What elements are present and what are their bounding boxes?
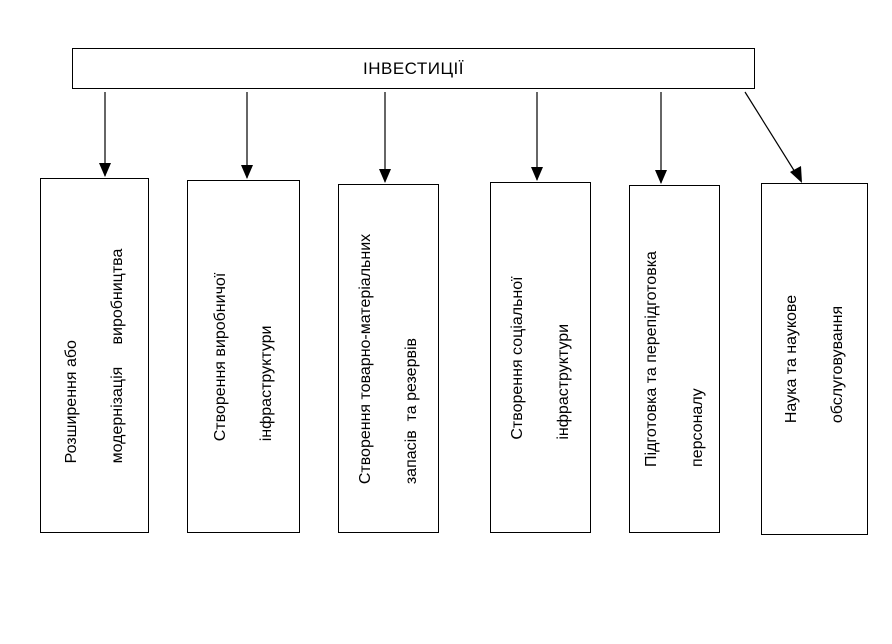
- box-inventory-text: Створення товарно-матеріальних запасів т…: [343, 233, 435, 483]
- box-modernization-line-1: Розширення або: [62, 339, 80, 463]
- box-social-infra-text: Створення соціальної інфраструктури: [495, 276, 587, 439]
- box-modernization: Розширення або модернізація виробництва: [40, 178, 149, 533]
- arrowhead-modernization: [99, 163, 111, 177]
- arrowhead-training: [655, 170, 667, 184]
- arrowhead-prod-infra: [241, 165, 253, 179]
- box-training-text: Підготовка та перепідготовка персоналу: [630, 251, 719, 467]
- box-prod-infra-line-2: інфраструктури: [257, 325, 275, 441]
- arrowhead-science: [790, 166, 802, 183]
- box-inventory: Створення товарно-матеріальних запасів т…: [338, 184, 439, 533]
- box-inventory-line-1: Створення товарно-матеріальних: [356, 233, 374, 484]
- box-inventory-line-2: запасів та резервів: [402, 337, 420, 484]
- arrowhead-social-infra: [531, 167, 543, 181]
- box-training: Підготовка та перепідготовка персоналу: [629, 185, 720, 533]
- box-training-line-2: персоналу: [688, 388, 706, 467]
- box-prod-infra-line-1: Створення виробничої: [211, 272, 229, 441]
- box-science-text: Наука та наукове обслуговування: [769, 295, 861, 423]
- box-social-infra-line-1: Створення соціальної: [508, 275, 526, 440]
- box-social-infra-line-2: інфраструктури: [554, 323, 572, 440]
- investments-root-box: ІНВЕСТИЦІЇ: [72, 48, 755, 89]
- arrow-to-science: [744, 91, 801, 181]
- arrowhead-inventory: [379, 169, 391, 183]
- box-prod-infra-text: Створення виробничої інфраструктури: [198, 272, 290, 441]
- box-training-line-1: Підготовка та перепідготовка: [642, 251, 660, 467]
- box-science-line-2: обслуговування: [828, 305, 846, 424]
- box-modernization-text: Розширення або модернізація виробництва: [49, 248, 141, 463]
- box-modernization-line-2: модернізація виробництва: [108, 248, 126, 463]
- box-prod-infra: Створення виробничої інфраструктури: [187, 180, 300, 533]
- box-social-infra: Створення соціальної інфраструктури: [490, 182, 591, 533]
- box-science: Наука та наукове обслуговування: [761, 183, 868, 535]
- investments-root-label: ІНВЕСТИЦІЇ: [362, 58, 464, 78]
- box-science-line-1: Наука та наукове: [782, 294, 800, 424]
